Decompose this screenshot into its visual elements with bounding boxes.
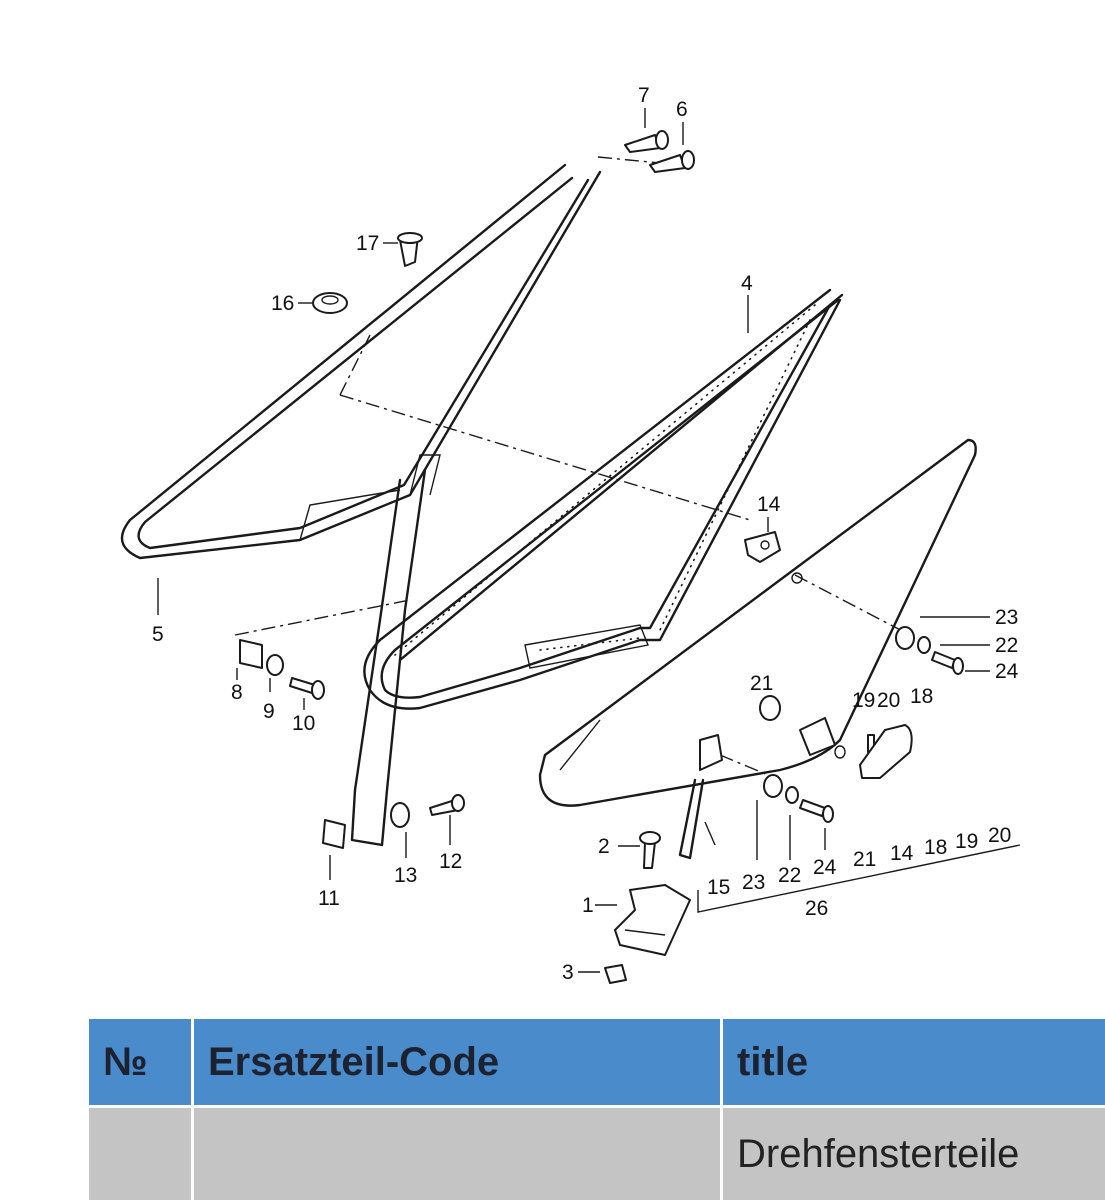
callout-20: 20 — [877, 689, 900, 712]
callout-10: 10 — [292, 712, 315, 735]
table-header-row: № Ersatzteil-Code title — [88, 1018, 1105, 1107]
callout-16: 16 — [271, 292, 294, 315]
callout-19: 19 — [852, 689, 875, 712]
callout-21-a: 21 — [750, 672, 773, 695]
callout-24-a: 24 — [995, 660, 1019, 683]
callout-14: 14 — [757, 493, 781, 516]
callout-19-b: 19 — [955, 830, 978, 853]
cell-number — [88, 1107, 193, 1202]
callout-22-a: 22 — [995, 634, 1018, 657]
parts-diagram: 7 6 17 16 4 5 14 23 22 24 21 19 20 18 8 … — [0, 0, 1105, 1010]
callout-24-b: 24 — [813, 856, 837, 879]
callout-8: 8 — [231, 681, 243, 704]
col-header-number: № — [88, 1018, 193, 1107]
callout-9: 9 — [263, 700, 275, 723]
callout-20-b: 20 — [988, 824, 1011, 847]
callout-13: 13 — [394, 864, 417, 887]
callout-6: 6 — [676, 98, 688, 121]
leader-lines — [235, 157, 910, 780]
callout-21-b: 21 — [853, 848, 876, 871]
callout-3: 3 — [562, 961, 574, 984]
callout-1: 1 — [582, 894, 594, 917]
callout-22-b: 22 — [778, 864, 801, 887]
callout-18-b: 18 — [924, 836, 947, 859]
callout-14-b: 14 — [890, 842, 914, 865]
callout-12: 12 — [439, 850, 462, 873]
callout-23-b: 23 — [742, 871, 765, 894]
cell-title: Drehfensterteile — [722, 1107, 1105, 1202]
seal-frame-5 — [122, 165, 600, 845]
col-header-title: title — [722, 1018, 1105, 1107]
callout-15: 15 — [707, 876, 730, 899]
callout-23-a: 23 — [995, 606, 1018, 629]
callout-5: 5 — [152, 623, 164, 646]
callout-2: 2 — [598, 835, 610, 858]
cell-part-code — [193, 1107, 722, 1202]
callout-17: 17 — [356, 232, 379, 255]
callout-numbers: 7 6 17 16 4 5 14 23 22 24 21 19 20 18 8 … — [152, 84, 1019, 984]
parts-table: № Ersatzteil-Code title Drehfensterteile — [86, 1016, 1105, 1203]
col-header-part-code: Ersatzteil-Code — [193, 1018, 722, 1107]
callout-11: 11 — [318, 887, 340, 910]
callout-18: 18 — [910, 685, 933, 708]
callout-4: 4 — [741, 272, 753, 295]
callout-7: 7 — [638, 84, 650, 107]
callout-26: 26 — [805, 897, 828, 920]
table-row[interactable]: Drehfensterteile — [88, 1107, 1105, 1202]
